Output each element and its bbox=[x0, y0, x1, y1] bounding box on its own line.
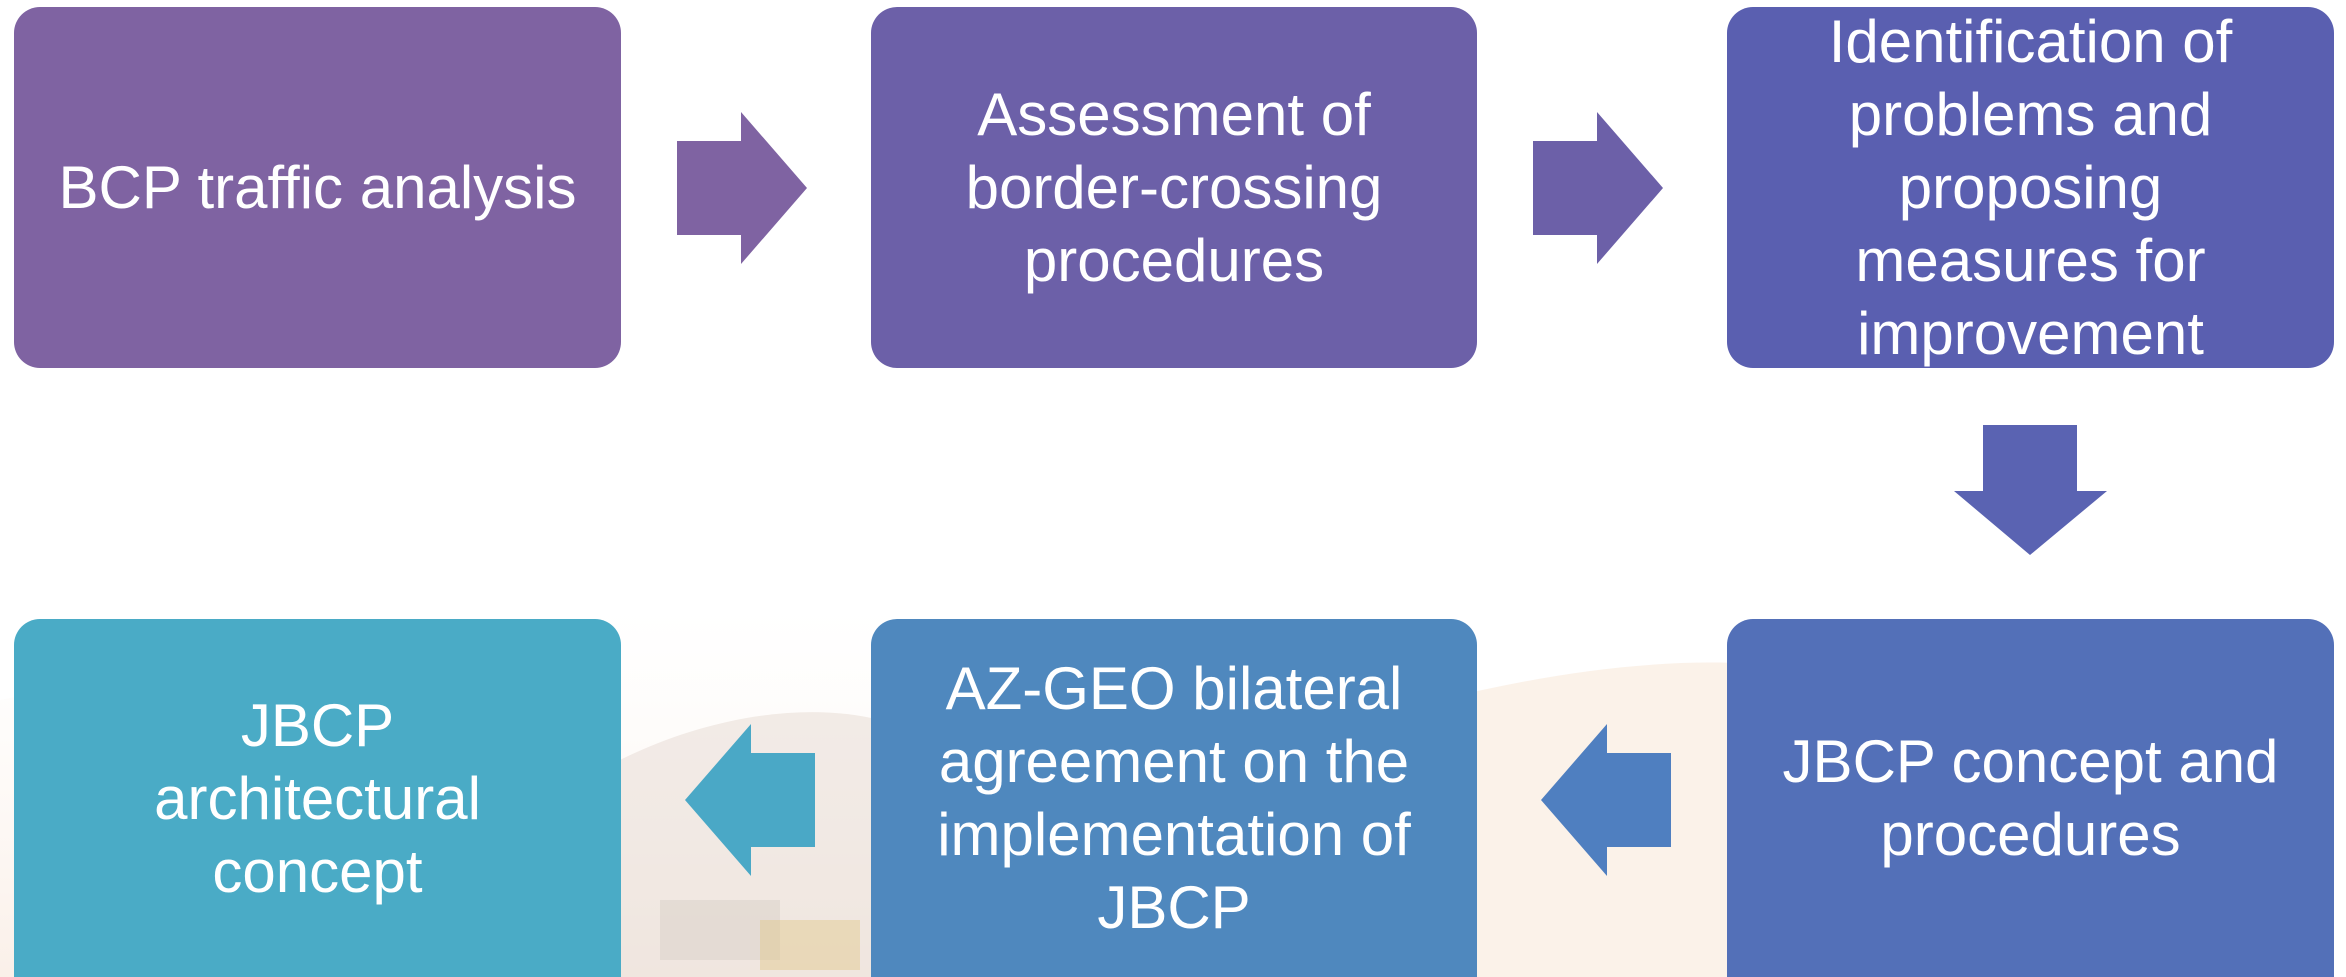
arrow-left-icon bbox=[1541, 724, 1671, 876]
arrow-left-icon bbox=[685, 724, 815, 876]
step-6-label: JBCP architectural concept bbox=[154, 691, 481, 905]
step-1-box: BCP traffic analysis bbox=[14, 7, 621, 368]
arrow-4-shape bbox=[1541, 724, 1671, 876]
step-2-label: Assessment of border-crossing procedures bbox=[965, 81, 1383, 294]
step-4-label: JBCP concept and procedures bbox=[1782, 728, 2279, 868]
arrow-2-shape bbox=[1533, 112, 1663, 264]
step-3-label: Identification of problems and proposing… bbox=[1828, 8, 2233, 367]
step-5-box: AZ-GEO bilateral agreement on the implem… bbox=[871, 619, 1477, 977]
step-4-box: JBCP concept and procedures bbox=[1727, 619, 2334, 977]
arrow-right-icon bbox=[677, 112, 807, 264]
step-5-label: AZ-GEO bilateral agreement on the implem… bbox=[937, 655, 1411, 941]
arrow-3-shape bbox=[1954, 425, 2107, 555]
arrow-5-shape bbox=[685, 724, 815, 876]
step-3-box: Identification of problems and proposing… bbox=[1727, 7, 2334, 368]
arrow-1-shape bbox=[677, 112, 807, 264]
step-6-box: JBCP architectural concept bbox=[14, 619, 621, 977]
arrow-down-icon bbox=[1954, 425, 2107, 555]
step-1-label: BCP traffic analysis bbox=[58, 154, 577, 221]
arrow-right-icon bbox=[1533, 112, 1663, 264]
step-2-box: Assessment of border-crossing procedures bbox=[871, 7, 1477, 368]
